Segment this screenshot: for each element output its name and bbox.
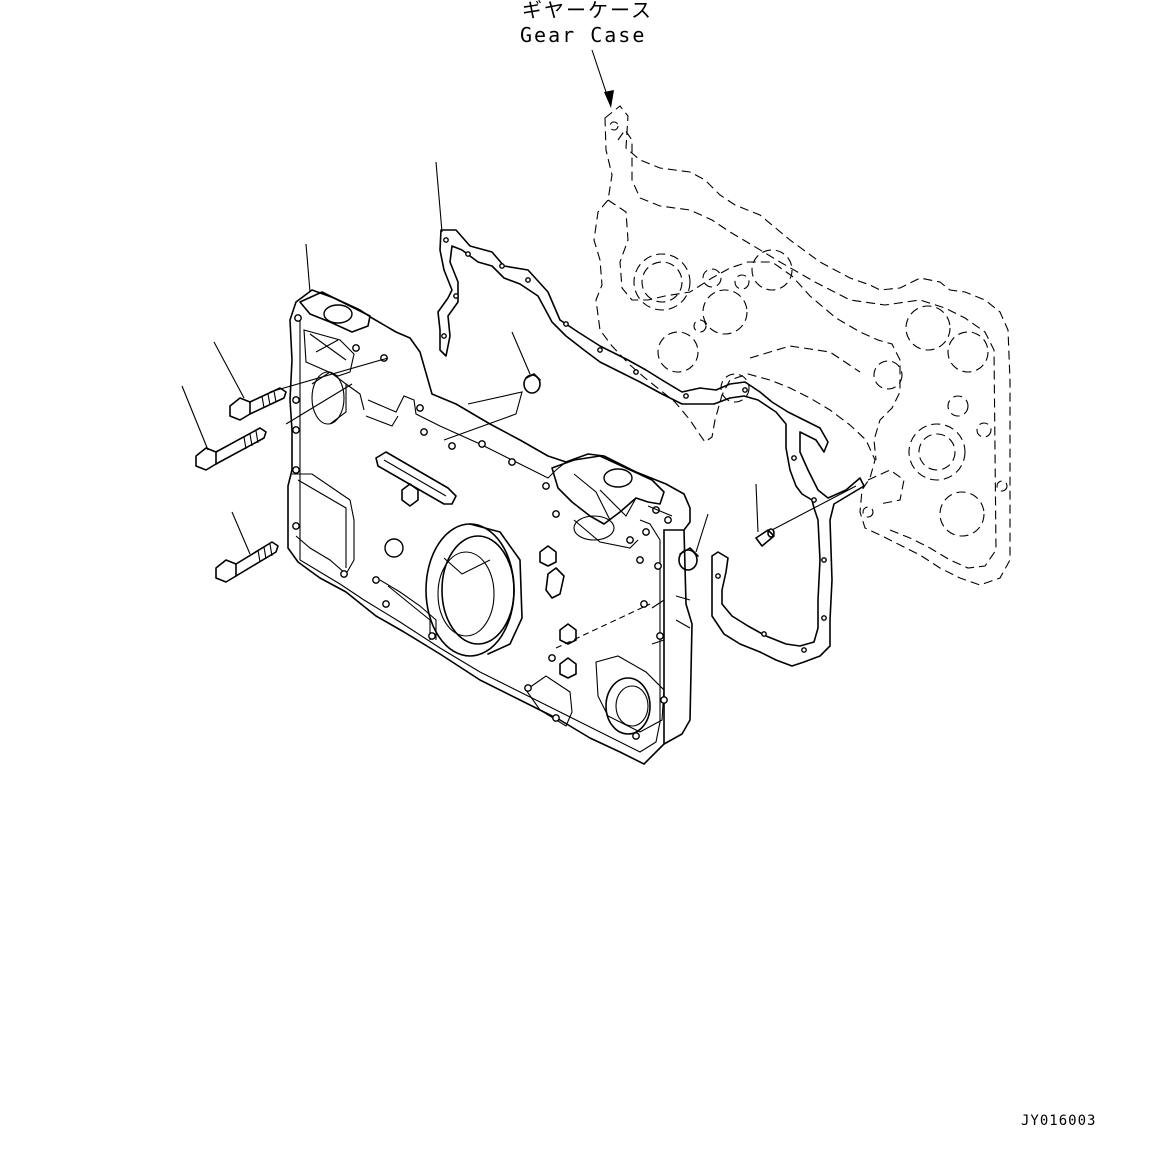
bolt-lower (215, 541, 279, 583)
leader-lines (181, 49, 857, 649)
gasket (437, 229, 865, 667)
front-cover-plate (287, 289, 693, 765)
bolt-upper (229, 387, 287, 421)
gear-case-phantom (593, 105, 1011, 586)
dowel-pin (755, 528, 775, 547)
drawing-code: JY016003 (1021, 1113, 1097, 1129)
bolt-middle (195, 427, 267, 471)
plug-right (678, 547, 699, 571)
gear-case-label: Gear Case (520, 23, 647, 47)
plug-upper (523, 373, 541, 394)
gear-case-label-jp: ギヤーケース (522, 0, 653, 22)
